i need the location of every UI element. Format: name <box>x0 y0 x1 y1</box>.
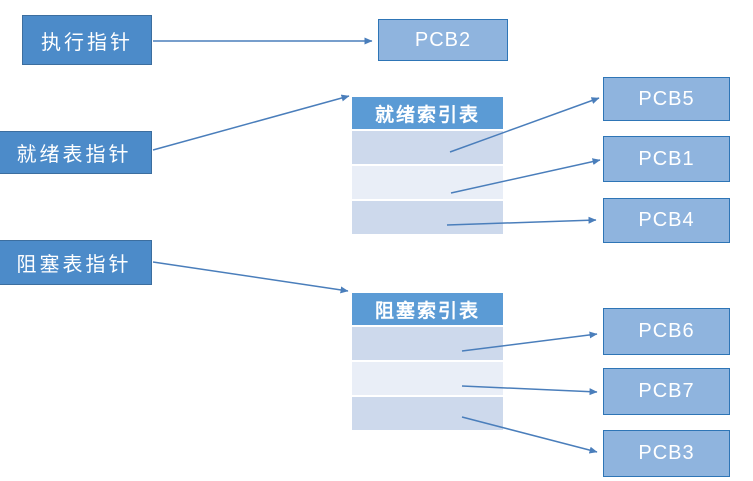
ready-table-row-3 <box>352 201 503 234</box>
pcb5-label: PCB5 <box>638 87 695 110</box>
pcb-box-pcb2: PCB2 <box>378 19 508 61</box>
pcb-box-pcb3: PCB3 <box>603 430 730 477</box>
pcb4-label: PCB4 <box>638 209 695 231</box>
ready-index-table: 就绪索引表 <box>352 97 503 236</box>
arrow-readyptr-to-readytable <box>152 94 350 151</box>
ready-table-row-1 <box>352 131 503 164</box>
blocked-index-table-title: 阻塞索引表 <box>374 299 480 322</box>
arrow-blockedptr-to-blockedtable <box>152 261 349 294</box>
ready-index-table-title: 就绪索引表 <box>374 103 480 126</box>
blocked-table-row-1 <box>352 327 503 360</box>
blocked-index-table-header: 阻塞索引表 <box>352 293 503 325</box>
blocked-pointer-label: 阻塞表指针 <box>16 252 132 276</box>
pcb-box-pcb4: PCB4 <box>603 198 730 243</box>
pcb-box-pcb5: PCB5 <box>603 77 730 121</box>
pcb2-label: PCB2 <box>414 28 472 51</box>
blocked-pointer-box: 阻塞表指针 <box>0 240 152 285</box>
exec-pointer-box: 执行指针 <box>22 15 152 65</box>
ready-pointer-label: 就绪表指针 <box>16 142 132 166</box>
blocked-index-table: 阻塞索引表 <box>352 293 503 432</box>
blocked-table-row-3 <box>352 397 503 430</box>
pcb3-label: PCB3 <box>638 442 695 464</box>
ready-table-row-2 <box>352 166 503 199</box>
pcb7-label: PCB7 <box>638 380 695 402</box>
pcb6-label: PCB6 <box>638 320 695 342</box>
blocked-table-row-2 <box>352 362 503 395</box>
exec-pointer-label: 执行指针 <box>41 29 133 54</box>
pcb-box-pcb1: PCB1 <box>603 136 730 182</box>
pcb1-label: PCB1 <box>638 147 695 170</box>
ready-index-table-header: 就绪索引表 <box>352 97 503 129</box>
pcb-box-pcb6: PCB6 <box>603 308 730 355</box>
pcb-box-pcb7: PCB7 <box>603 368 730 415</box>
ready-pointer-box: 就绪表指针 <box>0 131 152 174</box>
